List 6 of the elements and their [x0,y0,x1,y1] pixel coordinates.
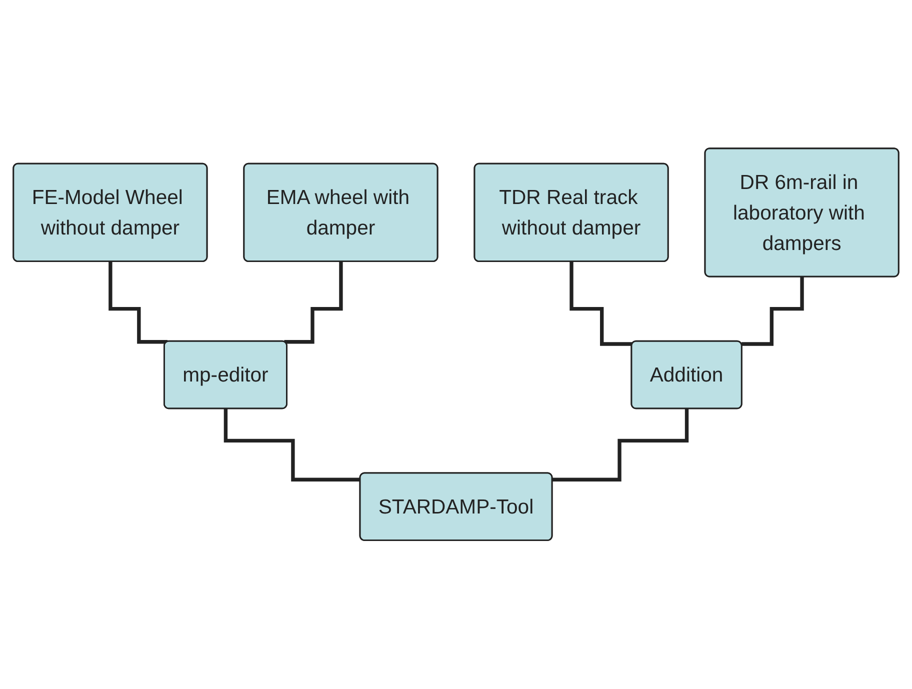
connector [742,275,804,346]
connector [284,260,344,344]
connector [570,260,632,346]
connector [108,260,168,344]
connector [224,407,360,482]
connector [552,407,689,482]
